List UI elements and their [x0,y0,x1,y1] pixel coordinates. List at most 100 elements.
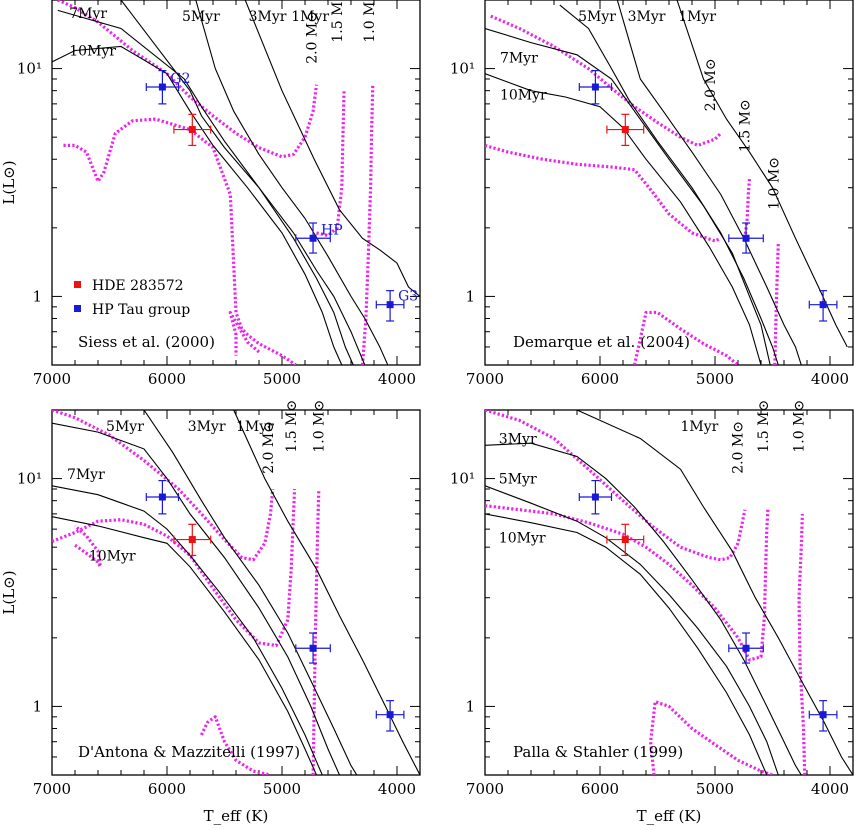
plot-frame [51,409,421,776]
isochrone-label: 5Myr [182,9,220,25]
star-label: HP [321,222,343,238]
x-tick-label: 7000 [33,780,71,798]
mass-track [63,117,297,365]
isochrone-line [485,513,768,775]
star-point: HP [295,222,343,254]
star-point [728,632,764,664]
star-marker [591,83,599,91]
mass-label: 1.0 M⊙ [362,0,378,43]
isochrone-label: 1Myr [236,419,274,435]
isochrone-line [120,0,366,365]
mass-track [632,310,740,365]
isochrone-label: 5Myr [106,419,144,435]
isochrone-line [576,410,853,775]
star-point [606,113,645,147]
legend-item: HP Tau group [74,302,190,318]
panel-title: Demarque et al. (2004) [513,333,690,351]
star-marker [621,536,629,544]
legend-item: HDE 283572 [74,278,184,294]
star-marker [188,536,196,544]
mass-track [485,143,722,243]
x-tick-label: 5000 [263,780,301,798]
isochrone-label: 1Myr [291,9,329,25]
star-marker [742,234,750,242]
isochrone-line [485,442,802,775]
isochrone-label: 5Myr [578,9,616,25]
isochrone-line [485,27,771,365]
isochrone-line [52,422,341,775]
star-label: G2 [170,71,190,87]
mass-label: 1.0 M⊙ [766,157,782,210]
x-tick-label: 4000 [378,780,416,798]
star-marker [819,301,827,309]
mass-track [73,524,102,569]
mass-track [316,90,346,238]
star-marker [621,126,629,134]
isochrone-line [143,410,358,775]
mass-track [57,0,319,159]
y-tick-label: 1 [465,287,475,305]
y-tick-label: 10¹ [17,60,42,78]
star-marker [386,711,394,719]
isochrone-label: 10Myr [89,548,136,564]
mass-track [649,700,774,775]
mass-track [773,243,780,365]
mass-label: 2.0 M⊙ [261,421,277,474]
mass-label: 1.0 M⊙ [792,400,808,453]
star-point [295,632,331,664]
star-point [145,479,180,515]
isochrone-label: 10Myr [500,87,547,103]
plot-area [52,0,420,365]
mass-track [485,410,747,562]
isochrone-label: 5Myr [499,472,537,488]
mass-label: 1.0 M⊙ [311,400,327,453]
star-point [606,523,645,557]
x-tick-label: 4000 [378,370,416,388]
isochrone-line [195,0,389,365]
isochrone-line [676,0,848,348]
legend-label: HP Tau group [92,302,190,318]
x-tick-label: 7000 [33,370,71,388]
isochrone-line [233,410,420,775]
panel-title: Palla & Stahler (1999) [513,743,683,761]
panel-title: Siess et al. (2000) [78,333,215,351]
star-point [808,700,838,732]
x-tick-label: 4000 [811,370,849,388]
mass-label: 1.5 M⊙ [284,400,300,453]
star-point [808,290,838,322]
star-point [578,69,613,105]
x-tick-label: 6000 [581,780,619,798]
star-point [173,113,212,147]
isochrone-label: 7Myr [67,467,105,483]
mass-label: 1.5 M⊙ [330,0,346,43]
star-marker [309,234,317,242]
star-point: G2 [145,69,190,105]
isochrone-line [52,485,323,775]
mass-track [52,488,297,648]
y-axis-label: L(L⊙) [0,160,18,204]
y-axis-label: L(L⊙) [0,570,18,614]
star-marker [386,301,394,309]
isochrone-label: 10Myr [499,531,546,547]
star-point [728,222,764,254]
isochrone-label: 7Myr [69,6,107,22]
plot-area [52,410,420,775]
y-tick-label: 10¹ [450,60,475,78]
mass-track [311,488,321,775]
legend-label: HDE 283572 [92,278,184,294]
star-marker [309,644,317,652]
isochrone-line [485,485,779,775]
isochrone-line [52,516,318,775]
star-marker [591,493,599,501]
mass-track [200,715,271,775]
isochrone-line [485,73,762,365]
star-marker [819,711,827,719]
x-tick-label: 6000 [148,780,186,798]
plot-frame [484,0,854,366]
mass-label: 1.5 M⊙ [756,400,772,453]
y-tick-label: 1 [465,697,475,715]
mass-track [490,14,722,147]
